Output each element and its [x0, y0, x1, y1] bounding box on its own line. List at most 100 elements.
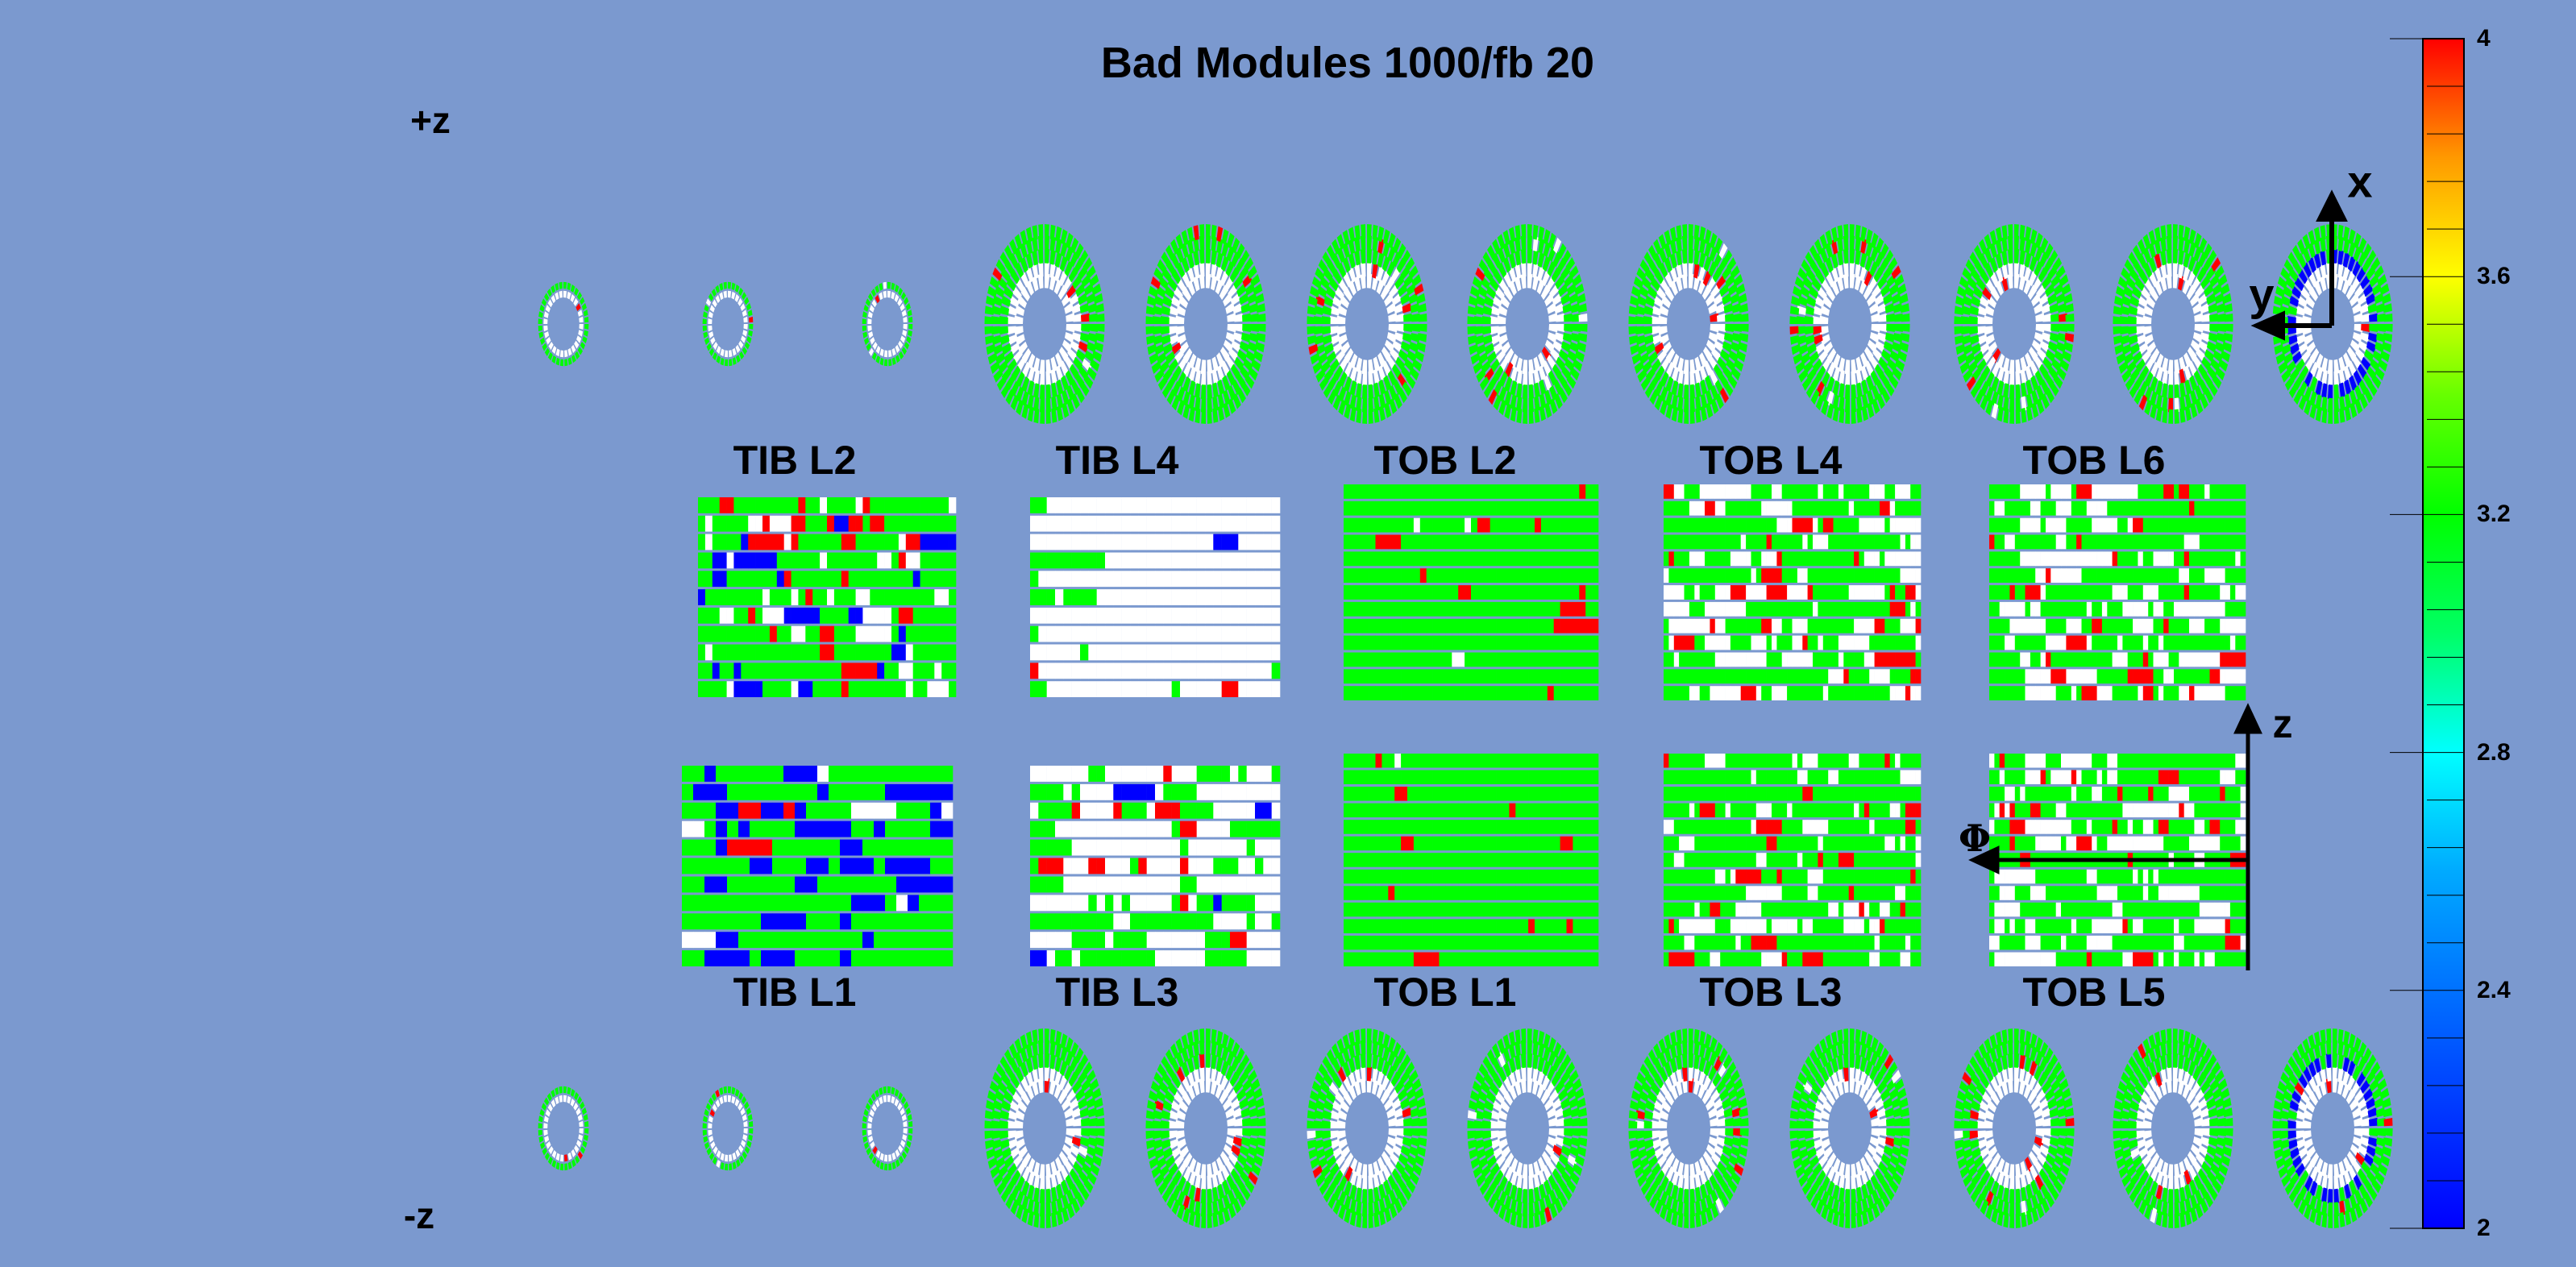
disk-module	[1199, 262, 1205, 277]
disk-module	[749, 316, 754, 323]
disk-module	[1195, 1174, 1201, 1190]
barrel-module	[1113, 552, 1122, 569]
disk-module	[1474, 305, 1484, 315]
disk-module	[1699, 365, 1708, 381]
disk-module	[1392, 363, 1402, 380]
disk-module	[715, 1099, 721, 1108]
disk-module	[2337, 1053, 2344, 1070]
disk-module	[1206, 235, 1211, 251]
barrel-module	[912, 607, 920, 624]
disk-module	[1682, 262, 1688, 277]
barrel-module	[726, 663, 734, 679]
disk-module	[1654, 342, 1664, 355]
barrel-module	[912, 552, 920, 569]
barrel-module	[1221, 589, 1231, 605]
endcap-disk	[1789, 224, 1910, 424]
barrel-module	[755, 644, 763, 661]
disk-module	[1478, 259, 1489, 274]
barrel-module	[776, 534, 784, 550]
disk-module	[1725, 1117, 1735, 1127]
disk-module	[1876, 302, 1887, 314]
disk-module	[2178, 1067, 2184, 1083]
disk-module	[2050, 324, 2060, 332]
disk-module	[1652, 305, 1662, 316]
disk-module	[1821, 371, 1830, 388]
barrel-module	[1213, 552, 1222, 569]
disk-module	[1154, 343, 1165, 355]
disk-module	[1563, 332, 1573, 343]
disk-module	[875, 294, 880, 304]
disk-module	[1323, 343, 1334, 355]
barrel-module	[833, 589, 842, 605]
disk-module	[702, 1123, 707, 1128]
disk-module	[1561, 249, 1572, 265]
disk-module	[1392, 340, 1402, 353]
barrel-module	[949, 625, 957, 642]
disk-module	[1826, 403, 1834, 419]
barrel-module	[748, 571, 756, 588]
disk-module	[1893, 333, 1903, 343]
disk-module	[1079, 1107, 1090, 1118]
barrel-module	[905, 625, 913, 642]
disk-module	[1855, 236, 1861, 251]
barrel-module	[941, 607, 949, 624]
disk-module	[1724, 332, 1734, 343]
disk-module	[1710, 324, 1719, 333]
disk-module	[1523, 397, 1527, 413]
disk-module	[574, 287, 580, 297]
disk-module	[743, 316, 748, 323]
disk-module	[2224, 1128, 2233, 1136]
disk-module	[578, 1134, 584, 1141]
disk-module	[724, 350, 728, 358]
disk-module	[2296, 305, 2306, 316]
disk-module	[1161, 305, 1170, 316]
disk-module	[891, 347, 896, 356]
disk-module	[1081, 1128, 1091, 1136]
disk-module	[1383, 375, 1392, 392]
barrel-module	[726, 515, 734, 532]
disk-module	[1469, 343, 1479, 355]
disk-module	[1151, 360, 1161, 374]
barrel-module	[820, 589, 828, 605]
disk-module	[1647, 351, 1658, 365]
disk-module	[1523, 1213, 1527, 1228]
disk-module	[1007, 359, 1017, 373]
barrel-module	[905, 607, 913, 624]
disk-module	[2014, 1028, 2019, 1044]
disk-module	[1899, 342, 1909, 353]
disk-module	[584, 316, 589, 323]
barrel-module	[1271, 497, 1281, 513]
disk-module	[888, 359, 892, 367]
disk-module	[2343, 1030, 2350, 1047]
disk-module	[1484, 295, 1494, 307]
disk-module	[1669, 239, 1677, 255]
disk-module	[1714, 237, 1723, 254]
disk-module	[1521, 262, 1527, 277]
disk-module	[702, 318, 707, 324]
disk-module	[1514, 1054, 1521, 1070]
disk-module	[1528, 371, 1534, 386]
disk-module	[1497, 234, 1506, 250]
disk-module	[1885, 332, 1895, 343]
barrel-module	[905, 552, 913, 569]
disk-module	[546, 1092, 552, 1102]
disk-module	[879, 292, 883, 301]
disk-module	[1361, 224, 1366, 239]
disk-module	[575, 1155, 580, 1165]
disk-module	[1150, 276, 1161, 289]
barrel-module	[1255, 589, 1264, 605]
barrel-module	[905, 681, 913, 697]
disk-module	[895, 284, 900, 293]
barrel-module	[762, 663, 771, 679]
disk-module	[1153, 267, 1164, 281]
disk-module	[1040, 384, 1045, 400]
barrel-module	[1163, 534, 1172, 550]
disk-module	[1794, 276, 1805, 289]
disk-module	[1161, 251, 1170, 267]
disk-module	[1069, 293, 1079, 306]
disk-module	[987, 285, 997, 298]
disk-module	[583, 309, 588, 317]
disk-module	[2063, 1097, 2073, 1109]
barrel-module	[1055, 515, 1064, 532]
disk-module	[2287, 305, 2297, 316]
